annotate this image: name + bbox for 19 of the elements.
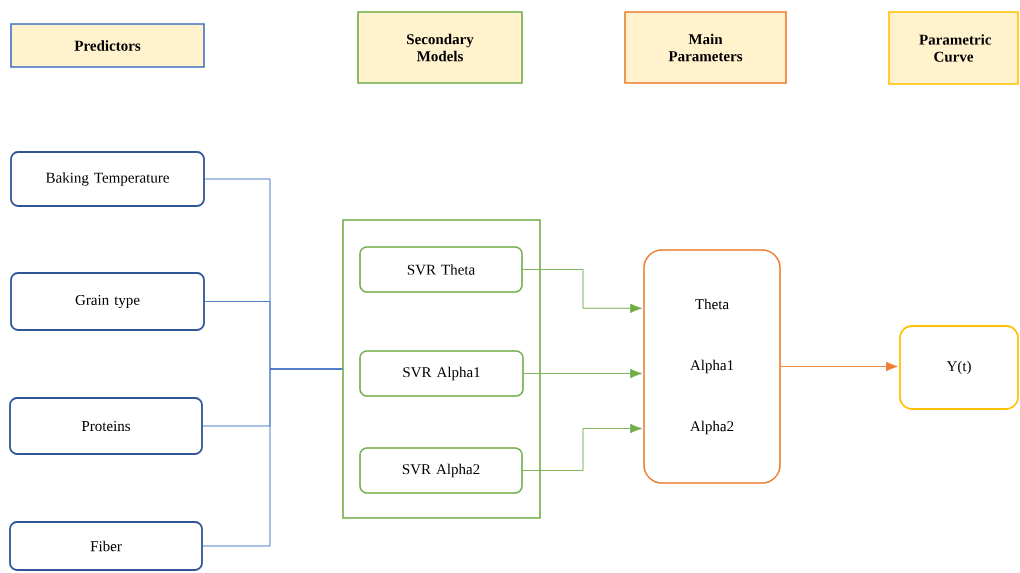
header-box: Parametric Curve xyxy=(888,11,1019,85)
parameter-box: Theta Alpha1 Alpha2 xyxy=(643,249,781,484)
connector xyxy=(780,361,898,372)
model-box: SVR Alpha1 xyxy=(359,350,524,397)
group-box xyxy=(342,219,541,519)
header-box: Predictors xyxy=(10,23,205,68)
predictor-box: Grain type xyxy=(10,272,205,331)
predictor-box: Baking Temperature xyxy=(10,151,205,207)
model-box: SVR Alpha2 xyxy=(359,447,523,494)
predictor-box: Fiber xyxy=(9,521,203,571)
connector xyxy=(522,423,642,471)
model-box: SVR Theta xyxy=(359,246,523,293)
header-box: Main Parameters xyxy=(624,11,787,84)
connector xyxy=(522,269,642,313)
header-box: Secondary Models xyxy=(357,11,523,84)
connector xyxy=(202,368,343,547)
predictor-box: Proteins xyxy=(9,397,203,455)
output-box: Y(t) xyxy=(899,325,1019,410)
connector xyxy=(523,368,642,379)
